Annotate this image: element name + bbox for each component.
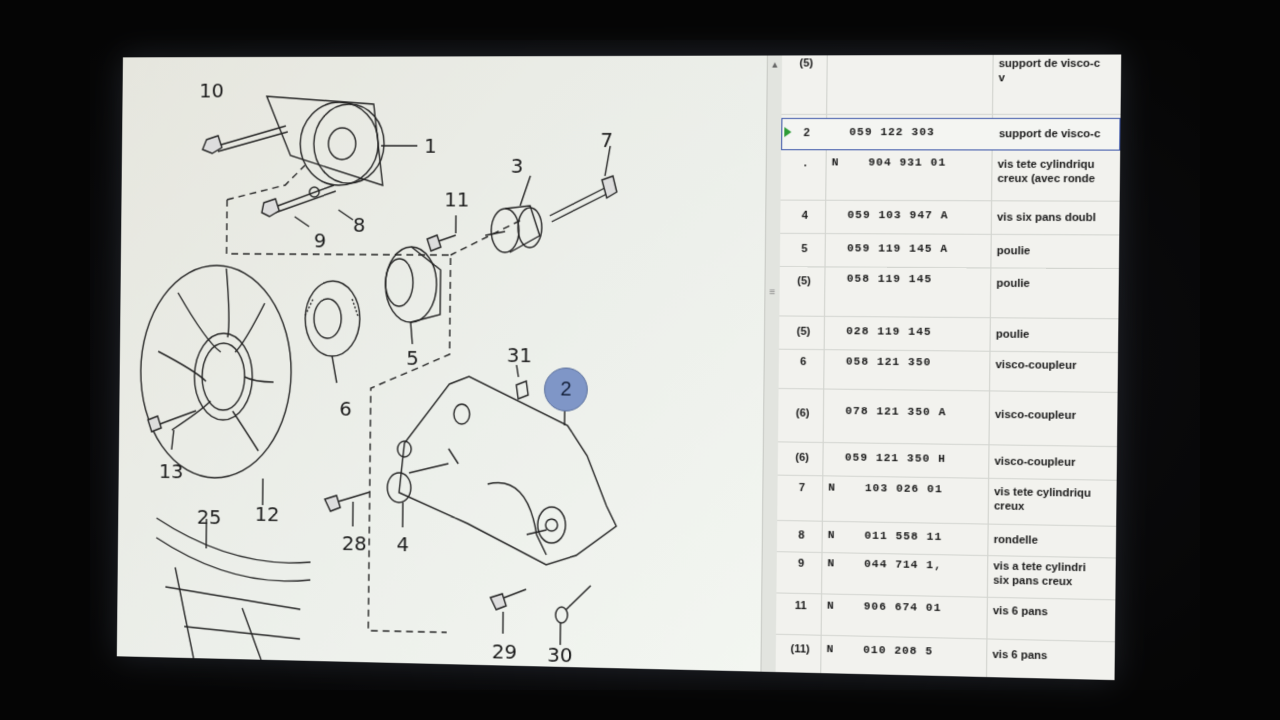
scroll-grip-icon[interactable]: ≡ bbox=[769, 287, 776, 299]
callout-9: 9 bbox=[313, 228, 327, 253]
callout-5: 5 bbox=[406, 346, 419, 370]
row-position: 5 bbox=[801, 243, 808, 256]
row-description: support de visco-c v bbox=[998, 57, 1101, 85]
table-row[interactable]: (5) support de visco-c v bbox=[781, 54, 1122, 115]
row-part-number: 058 119 145 bbox=[846, 273, 933, 287]
exploded-diagram[interactable]: 10 1 3 7 11 8 9 5 6 31 2 13 12 25 28 4 2… bbox=[116, 55, 768, 672]
row-description: poulie bbox=[995, 328, 1030, 341]
row-position: 9 bbox=[797, 557, 805, 570]
row-part-number: 906 674 01 bbox=[863, 601, 942, 616]
row-part-number: 011 558 11 bbox=[864, 530, 943, 545]
row-part-number: 044 714 1, bbox=[864, 558, 942, 573]
row-flag: N bbox=[828, 482, 836, 495]
row-position: 6 bbox=[800, 355, 807, 369]
table-row[interactable]: 9 N 044 714 1, vis a tete cylindri six p… bbox=[776, 552, 1116, 601]
table-row[interactable]: 6 058 121 350 visco-coupleur bbox=[778, 349, 1119, 393]
row-description: visco-coupleur bbox=[994, 408, 1077, 423]
scroll-up-arrow-icon[interactable]: ▲ bbox=[770, 59, 780, 70]
row-position: 8 bbox=[798, 529, 805, 542]
table-row[interactable]: 7 N 103 026 01 vis tete cylindriqu creux bbox=[777, 475, 1117, 527]
table-row[interactable]: (6) 078 121 350 A visco-coupleur bbox=[778, 388, 1118, 448]
row-description: support de visco-c bbox=[998, 128, 1101, 141]
row-description: vis tete cylindriqu creux bbox=[993, 486, 1092, 513]
row-part-number: 059 103 947 A bbox=[847, 209, 949, 223]
callout-10: 10 bbox=[199, 78, 224, 103]
callout-28: 28 bbox=[341, 531, 367, 556]
row-position: (5) bbox=[797, 275, 811, 288]
callout-25: 25 bbox=[196, 504, 222, 530]
parts-table[interactable]: (5) support de visco-c v 2 059 122 303 s… bbox=[775, 54, 1122, 681]
row-position: (5) bbox=[799, 57, 814, 70]
row-part-number: 103 026 01 bbox=[864, 483, 943, 497]
callout-30: 30 bbox=[547, 642, 573, 668]
callout-3: 3 bbox=[510, 153, 524, 178]
callout-31: 31 bbox=[506, 343, 533, 368]
row-description: visco-coupleur bbox=[994, 455, 1076, 469]
row-flag: N bbox=[826, 643, 834, 657]
diagram-drawing bbox=[117, 56, 767, 672]
row-position: 4 bbox=[801, 209, 808, 222]
callout-7: 7 bbox=[600, 127, 614, 152]
callout-4: 4 bbox=[396, 532, 410, 557]
row-position: (5) bbox=[796, 325, 811, 338]
callout-13: 13 bbox=[158, 459, 184, 484]
callout-8: 8 bbox=[352, 212, 366, 237]
row-flag: N bbox=[827, 529, 835, 543]
row-description: visco-coupleur bbox=[995, 358, 1077, 373]
table-row[interactable]: (6) 059 121 350 H visco-coupleur bbox=[777, 442, 1118, 481]
row-position: 7 bbox=[798, 481, 806, 495]
callout-12: 12 bbox=[254, 502, 280, 527]
row-position: (6) bbox=[795, 407, 810, 420]
screen: 10 1 3 7 11 8 9 5 6 31 2 13 12 25 28 4 2… bbox=[116, 54, 1122, 681]
row-flag: N bbox=[826, 600, 834, 613]
callout-1: 1 bbox=[424, 133, 437, 158]
callout-6: 6 bbox=[339, 396, 352, 421]
row-description: rondelle bbox=[993, 533, 1038, 547]
row-position: (11) bbox=[790, 643, 810, 656]
table-row[interactable]: . N 904 931 01 vis tete cylindriqu creux… bbox=[780, 151, 1121, 202]
row-position: 11 bbox=[794, 599, 807, 613]
row-position: (6) bbox=[795, 451, 810, 464]
row-flag: N bbox=[831, 157, 839, 170]
row-part-number: 059 122 303 bbox=[849, 127, 935, 140]
table-row-selected[interactable]: 2 059 122 303 support de visco-c bbox=[781, 117, 1121, 151]
row-description: vis 6 pans bbox=[992, 648, 1048, 663]
table-row[interactable]: 4 059 103 947 A vis six pans doubl bbox=[780, 200, 1120, 236]
row-position: . bbox=[803, 157, 807, 170]
table-row[interactable]: (5) 058 119 145 poulie bbox=[779, 267, 1119, 320]
row-part-number: 059 121 350 H bbox=[844, 452, 947, 467]
row-part-number: 028 119 145 bbox=[846, 326, 932, 340]
row-part-number: 078 121 350 A bbox=[845, 405, 947, 420]
row-part-number: 010 208 5 bbox=[863, 644, 934, 659]
row-description: poulie bbox=[996, 277, 1030, 291]
callout-29: 29 bbox=[491, 639, 518, 664]
table-row[interactable]: (5) 028 119 145 poulie bbox=[778, 316, 1119, 354]
row-part-number: 059 119 145 A bbox=[847, 243, 949, 256]
row-description: vis 6 pans bbox=[992, 605, 1048, 619]
row-description: vis tete cylindriqu creux (avec ronde bbox=[997, 158, 1096, 186]
row-part-number: 058 121 350 bbox=[845, 356, 932, 370]
row-position: 2 bbox=[803, 127, 810, 140]
row-flag: N bbox=[827, 558, 835, 571]
row-description: vis a tete cylindri six pans creux bbox=[993, 560, 1086, 589]
row-part-number: 904 931 01 bbox=[868, 157, 947, 170]
callout-11: 11 bbox=[444, 187, 470, 212]
row-description: poulie bbox=[996, 245, 1031, 258]
highlight-badge-2[interactable]: 2 bbox=[543, 367, 589, 412]
row-description: vis six pans doubl bbox=[997, 211, 1096, 225]
table-row[interactable]: 5 059 119 145 A poulie bbox=[779, 233, 1120, 270]
